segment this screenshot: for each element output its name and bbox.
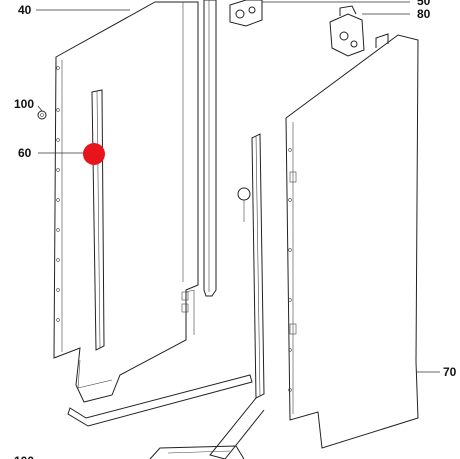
leader-lines	[36, 1, 440, 373]
callout-60: 60	[18, 146, 32, 160]
callout-50-partial: 50	[417, 0, 431, 8]
right-door-panel	[285, 33, 419, 449]
callout-100: 100	[14, 97, 34, 111]
bottom-seal-frame	[67, 374, 253, 427]
left-panel-holes	[56, 66, 60, 322]
highlight-marker	[83, 143, 105, 165]
screw-part	[37, 110, 47, 120]
middle-frame-rail	[209, 133, 265, 459]
vertical-seal-strip	[203, 0, 217, 297]
callout-40: 40	[18, 3, 32, 17]
callout-80: 80	[417, 7, 431, 21]
right-panel-holes	[288, 148, 292, 392]
callout-partial-bottom: 100	[14, 454, 34, 459]
hinge-bracket-top	[229, 0, 263, 27]
callout-70: 70	[443, 365, 457, 379]
hinge-bracket-right	[329, 5, 365, 57]
bottom-tray-partial	[149, 445, 245, 459]
left-door-panel	[53, 1, 199, 403]
